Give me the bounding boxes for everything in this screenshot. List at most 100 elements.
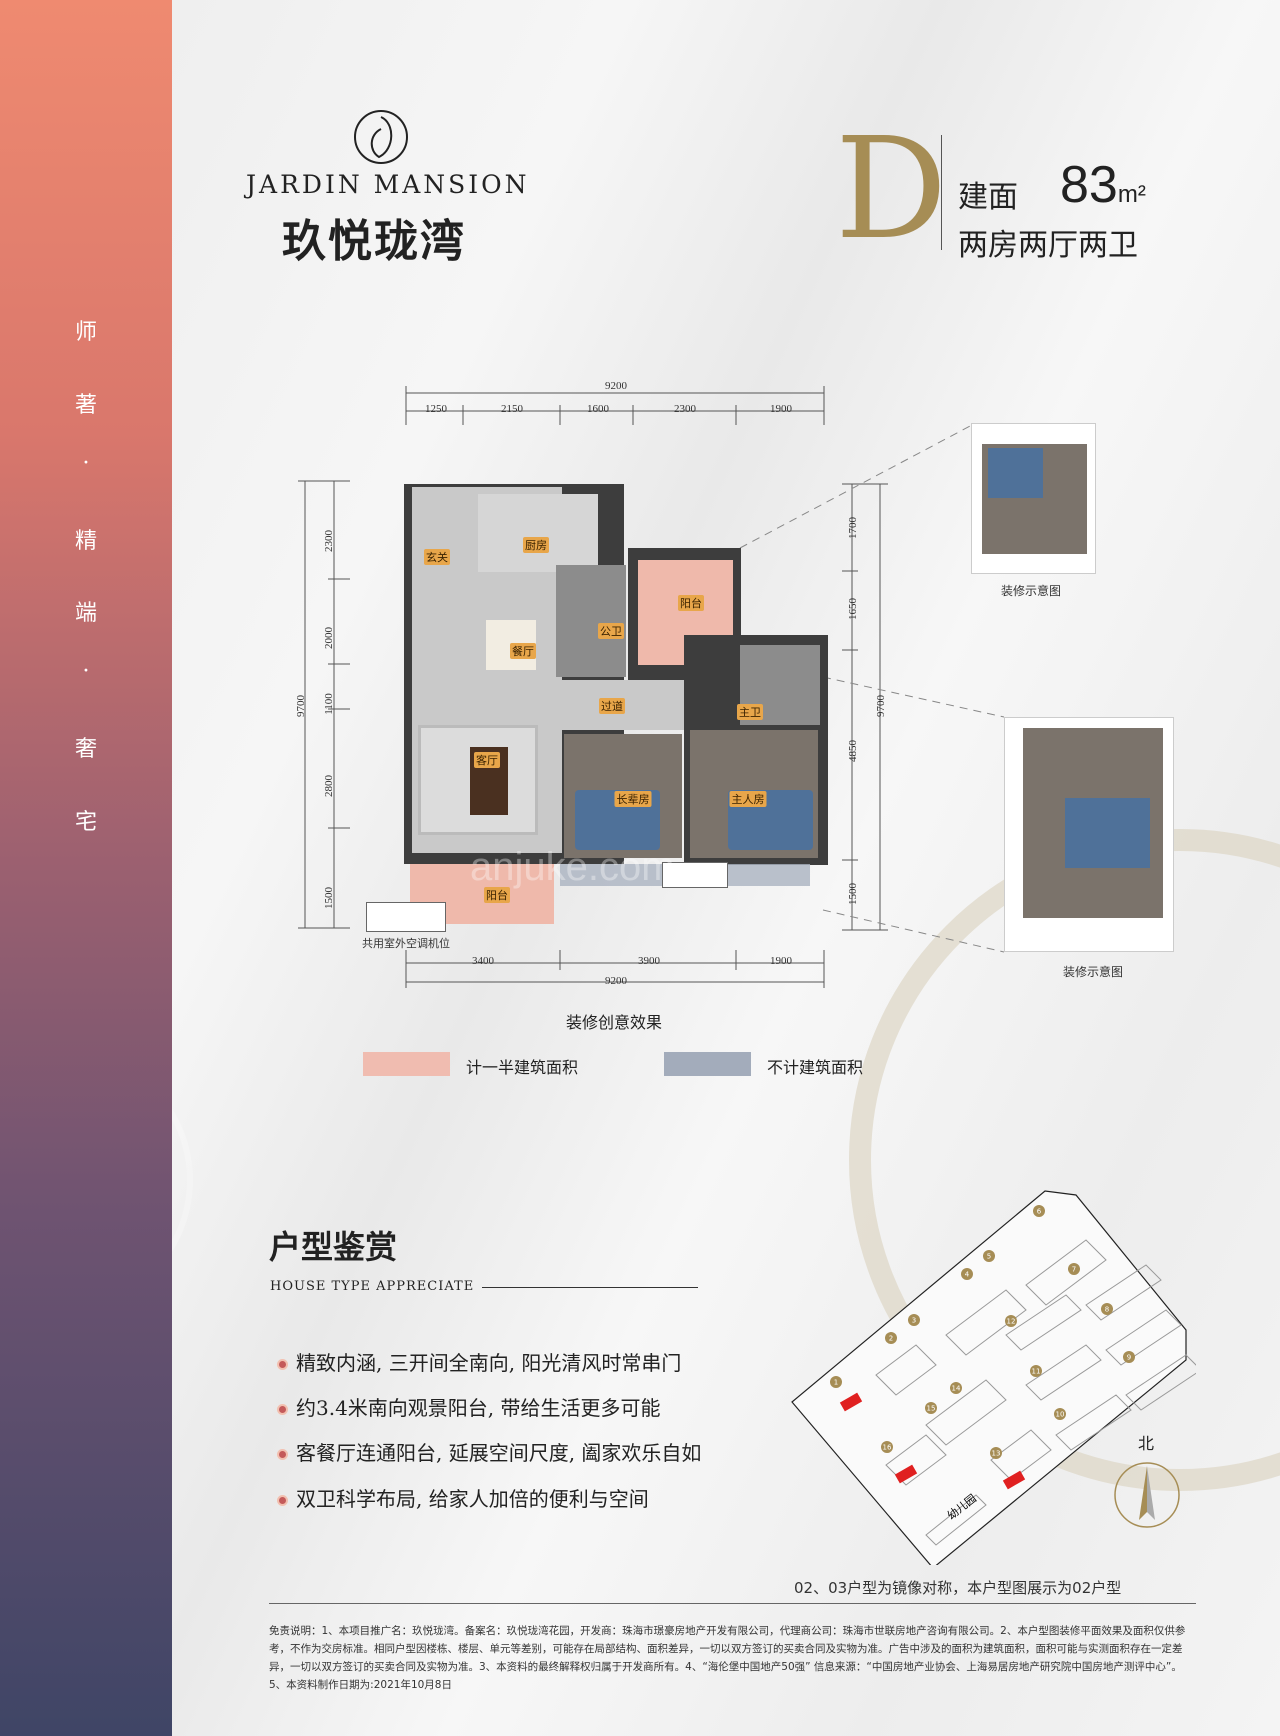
brand-name-cn: 玖悦珑湾: [282, 216, 466, 267]
sidebar-char: 奢: [74, 737, 97, 762]
room-label-balcony-north: 阳台: [678, 595, 704, 611]
dim-bottom: 3400: [472, 955, 494, 967]
building-number: 14: [952, 1385, 961, 1393]
sitemap-note: 02、03户型为镜像对称，本户型图展示为02户型: [794, 1579, 1122, 1597]
sidebar-dot: ·: [82, 451, 90, 476]
brand-name-en: JARDIN MANSION: [246, 170, 530, 199]
dim-bottom: 1900: [770, 955, 792, 967]
unit-type: D: [835, 108, 948, 271]
detail-caption-1: 装修示意图: [1001, 584, 1062, 598]
building-number: 13: [992, 1450, 1001, 1458]
sidebar-char: 宅: [74, 810, 97, 835]
dim-right: 1500: [847, 883, 859, 905]
ac-unit-icon: [366, 902, 446, 932]
compass-icon: [1114, 1462, 1180, 1528]
legend-label: 计一半建筑面积: [466, 1058, 579, 1077]
dim-left: 2000: [323, 627, 335, 649]
sidebar-char: 师: [74, 320, 97, 345]
room-label-public-bath: 公卫: [598, 623, 624, 639]
room-label-elder-room: 长辈房: [614, 791, 652, 807]
sidebar-char: 著: [74, 393, 97, 418]
building-marker: [990, 1447, 1002, 1459]
bullet-icon: [277, 1404, 288, 1415]
area-label: 建面: [958, 180, 1018, 215]
building-marker: [885, 1332, 897, 1344]
dim-left: 2800: [323, 775, 335, 797]
divider: [941, 135, 942, 250]
building-number: 10: [1056, 1411, 1065, 1419]
room-label-entry: 玄关: [424, 549, 450, 565]
legend-swatch-no-area: [664, 1052, 751, 1076]
dim-right-total: 9700: [875, 695, 887, 717]
room-label-balcony-south: 阳台: [484, 887, 510, 903]
dim-top: 2300: [674, 403, 696, 415]
layout-text: 两房两厅两卫: [958, 228, 1138, 263]
detail-image-2: [1004, 717, 1174, 952]
room-label-dining: 餐厅: [510, 643, 536, 659]
building-number: 7: [1072, 1266, 1076, 1274]
legend-swatch-half-area: [363, 1052, 450, 1076]
feature-item: 双卫科学布局, 给家人加倍的便利与空间: [277, 1483, 649, 1512]
building-marker: [1068, 1263, 1080, 1275]
dim-top: 1900: [770, 403, 792, 415]
building-marker: [1123, 1351, 1135, 1363]
building-marker: [1033, 1205, 1045, 1217]
building-marker: [983, 1250, 995, 1262]
brand-logo-icon: [354, 110, 408, 164]
building-number: 6: [1037, 1208, 1042, 1216]
dim-bottom-total: 9200: [605, 975, 627, 987]
legend-label: 不计建筑面积: [767, 1058, 864, 1077]
feature-item: 约3.4米南向观景阳台, 带给生活更多可能: [277, 1392, 661, 1421]
bullet-icon: [277, 1359, 288, 1370]
public-bath-floor: [556, 565, 626, 677]
room-label-master-bath: 主卫: [737, 704, 763, 720]
divider: [482, 1287, 698, 1288]
building-marker: [830, 1376, 842, 1388]
building-marker: [881, 1441, 893, 1453]
building-number: 5: [987, 1253, 991, 1261]
divider: [269, 1603, 1196, 1604]
building-number: 2: [889, 1335, 893, 1343]
dim-top: 1600: [587, 403, 609, 415]
building-number: 15: [927, 1405, 936, 1413]
dim-left: 1100: [322, 693, 335, 715]
area-value: 83m²: [1060, 156, 1146, 214]
sidebar-char: 精: [74, 529, 97, 554]
feature-item: 客餐厅连通阳台, 延展空间尺度, 阖家欢乐自如: [277, 1437, 701, 1466]
plan-caption: 装修创意效果: [566, 1013, 663, 1032]
disclaimer: 免责说明：1、本项目推广名：玖悦珑湾。备案名：玖悦珑湾花园，开发商：珠海市璟豪房…: [269, 1625, 1186, 1691]
watermark: anjuke.com: [470, 845, 675, 889]
dim-left: 2300: [323, 530, 335, 552]
building-marker: [1054, 1408, 1066, 1420]
building-number: 12: [1007, 1318, 1016, 1326]
dim-top-total: 9200: [605, 380, 627, 392]
ac-position-label: 共用室外空调机位: [362, 937, 450, 950]
north-label: 北: [1138, 1434, 1155, 1453]
dim-top: 2150: [501, 403, 523, 415]
bullet-icon: [277, 1495, 288, 1506]
room-label-master-room: 主人房: [729, 791, 767, 807]
dim-left-total: 9700: [295, 695, 307, 717]
detail-caption-2: 装修示意图: [1063, 965, 1124, 979]
building-marker: [908, 1314, 920, 1326]
appreciate-subtitle: HOUSE TYPE APPRECIATE: [270, 1279, 475, 1294]
sidebar-char: 端: [74, 601, 97, 626]
building-number: 3: [912, 1317, 916, 1325]
room-label-living: 客厅: [474, 752, 500, 768]
dim-right: 4850: [847, 740, 859, 762]
ac-unit-icon: [662, 862, 728, 888]
dim-right: 1700: [847, 517, 859, 539]
kitchen-floor: [478, 494, 598, 572]
bullet-icon: [277, 1449, 288, 1460]
building-number: 1: [834, 1379, 838, 1387]
detail-image-1: [971, 423, 1096, 574]
room-label-kitchen: 厨房: [523, 537, 549, 553]
sidebar: 师 著 · 精 端 · 奢 宅: [0, 0, 172, 1736]
building-number: 8: [1105, 1306, 1109, 1314]
building-marker: [961, 1268, 973, 1280]
building-number: 9: [1127, 1354, 1131, 1362]
dim-left: 1500: [323, 887, 335, 909]
building-marker: [950, 1382, 962, 1394]
